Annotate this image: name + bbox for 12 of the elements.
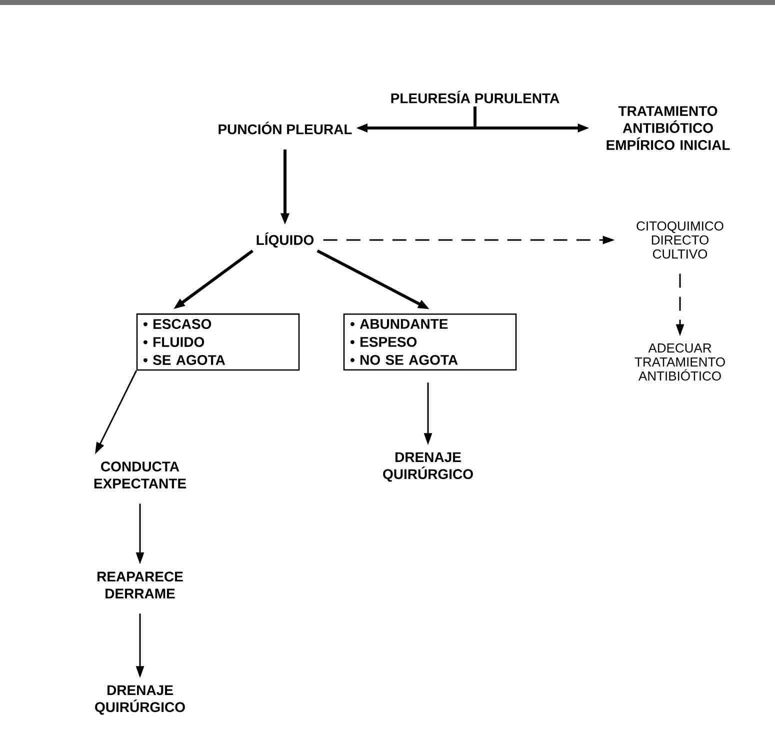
step-text: PUNCIÓN PLEURAL [218, 122, 352, 134]
step-text: DRENAJE QUIRÚRGICO [383, 452, 473, 482]
step-text: REAPARECE DERRAME [98, 572, 183, 598]
step-text: CITOQUIMICO DIRECTO CULTIVO [636, 221, 724, 259]
step-text: LÍQUIDO [256, 232, 314, 248]
criteria-box: • ABUNDANTE • ESPESO • NO SE AGOTA [343, 313, 517, 371]
step-text: CONDUCTA EXPECTANTE [94, 462, 186, 488]
step-text: PLEURESÍA PURULENTA [391, 90, 560, 104]
step-text: ADECUAR TRATAMIENTO ANTIBIÓTICO [634, 343, 725, 381]
step-text: DRENAJE QUIRÚRGICO [95, 685, 185, 715]
step-text: TRATAMIENTO ANTIBIÓTICO EMPÍRICO INICIAL [606, 106, 730, 150]
criteria-box: • ESCASO • FLUIDO • SE AGOTA [136, 313, 300, 371]
